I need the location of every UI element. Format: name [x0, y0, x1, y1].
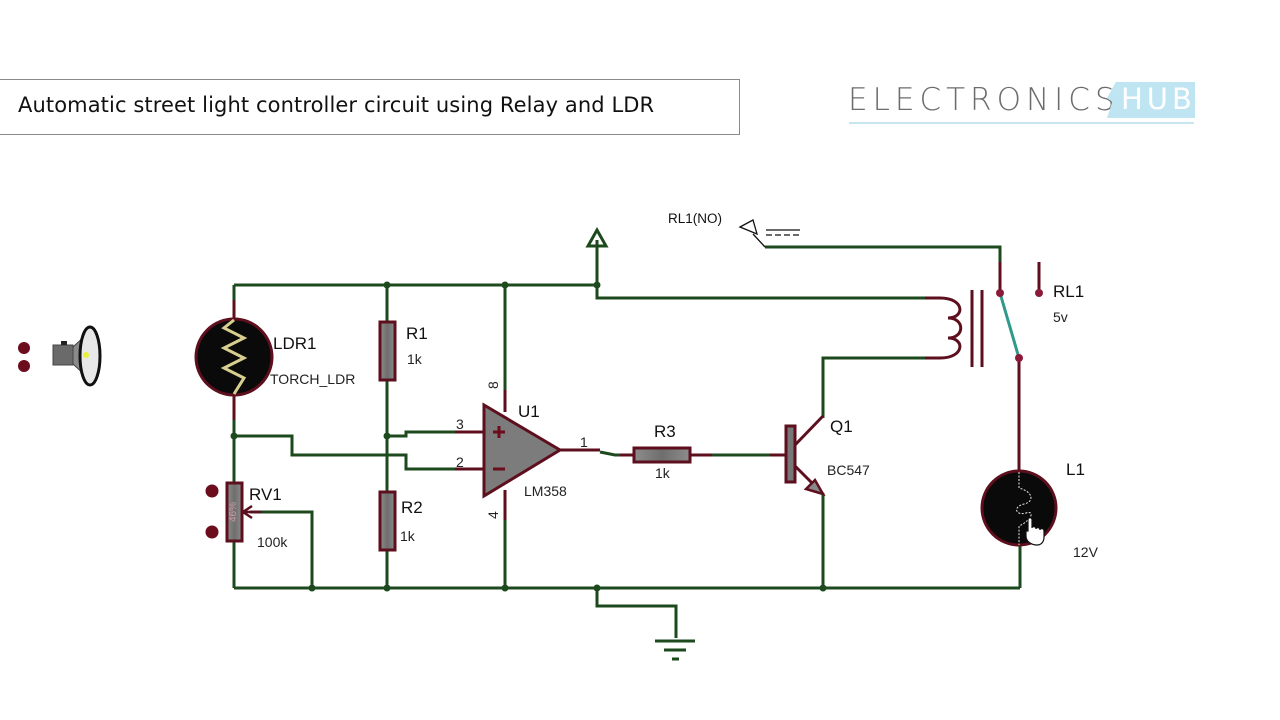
logo-underline	[849, 122, 1194, 124]
rl1-value: 5v	[1053, 309, 1068, 325]
q1-transistor[interactable]	[770, 414, 826, 497]
r3-resistor[interactable]	[620, 446, 712, 464]
rl1-no-label: RL1(NO)	[668, 211, 722, 226]
rl1-no-contact[interactable]	[738, 219, 800, 248]
wire-vcc-to-relay	[595, 240, 940, 300]
wire-rv1-wiper	[250, 510, 314, 588]
wire-nc-contact	[765, 245, 1002, 262]
r3-value: 1k	[655, 465, 671, 481]
r2-ref: R2	[401, 498, 423, 517]
rv1-potentiometer[interactable]: 46%	[205, 481, 263, 543]
u1-pin-2: 2	[456, 454, 464, 470]
wires	[232, 240, 1022, 638]
page-title: Automatic street light controller circui…	[18, 93, 655, 117]
u1-pin-1: 1	[580, 434, 588, 450]
u1-pin-8: 8	[485, 381, 501, 389]
u1-pin-4: 4	[485, 511, 501, 519]
wire-ldr-to-inv	[234, 434, 460, 471]
ldr1-component[interactable]	[194, 300, 274, 420]
r2-value: 1k	[400, 528, 416, 544]
torch-terminal	[18, 360, 30, 372]
ldr1-ref: LDR1	[273, 334, 316, 353]
r1-ref: R1	[406, 324, 428, 343]
torch-terminal	[18, 342, 30, 354]
u1-value: LM358	[524, 483, 567, 499]
torch-icon[interactable]	[18, 325, 102, 387]
wire-collector	[821, 356, 940, 418]
u1-opamp[interactable]	[455, 390, 600, 520]
u1-ref: U1	[518, 402, 540, 421]
rv1-decrement-button	[205, 484, 219, 498]
rv1-increment-button	[205, 525, 219, 539]
r1-value: 1k	[407, 351, 423, 367]
l1-ref: L1	[1066, 460, 1085, 479]
q1-ref: Q1	[830, 417, 853, 436]
relay-contact-dots	[996, 289, 1043, 362]
rv1-ref: RV1	[249, 485, 282, 504]
r2-resistor[interactable]	[378, 490, 397, 552]
r3-ref: R3	[654, 422, 676, 441]
relay-switch-blade	[998, 292, 1021, 359]
wire-gnd-drop	[595, 588, 678, 638]
ldr1-value: TORCH_LDR	[270, 371, 355, 387]
l1-value: 12V	[1073, 544, 1099, 560]
r1-resistor[interactable]	[378, 320, 397, 382]
title-box: Automatic street light controller circui…	[0, 79, 740, 135]
u1-pin-3: 3	[456, 416, 464, 432]
relay-coil	[925, 296, 963, 360]
l1-lamp[interactable]	[980, 469, 1058, 547]
electronics-hub-logo: ELECTRONICS HUB	[845, 80, 1205, 130]
logo-hub: HUB	[1107, 82, 1195, 118]
vcc-terminal[interactable]	[585, 226, 609, 248]
ground-symbol[interactable]	[655, 639, 695, 661]
rv1-wiper-percent: 46%	[228, 502, 239, 522]
rl1-relay[interactable]	[925, 262, 1041, 470]
q1-value: BC547	[827, 462, 870, 478]
wire-r1-r2-node	[387, 430, 460, 438]
logo-word: ELECTRONICS	[848, 82, 1120, 118]
rv1-value: 100k	[257, 534, 288, 550]
rl1-ref: RL1	[1053, 282, 1084, 301]
junction-dots	[230, 281, 827, 592]
hand-cursor-icon	[1025, 517, 1045, 546]
